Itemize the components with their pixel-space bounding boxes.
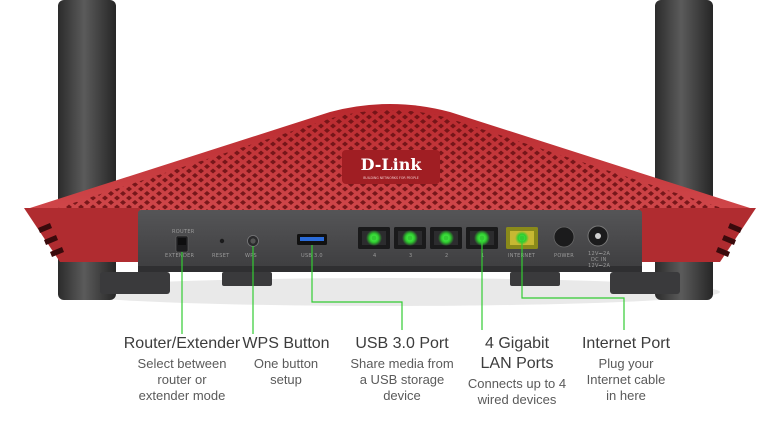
router-extender-title: Router/Extender [123, 335, 241, 352]
logo-badge [342, 150, 440, 184]
foot [100, 272, 170, 294]
wps-label: WPS [245, 253, 257, 259]
lan-port-2-label: 2 [445, 253, 448, 259]
right-wing [640, 208, 756, 262]
dc-label-line2: DC IN [591, 257, 607, 263]
router-extender-desc: Select between router or extender mode [137, 356, 227, 403]
router-extender-callout: Router/Extender Select between router or… [98, 334, 266, 404]
brand-tagline: BUILDING NETWORKS FOR PEOPLE [363, 176, 419, 180]
internet-desc: Plug your Internet cable in here [586, 356, 666, 403]
dc-jack-pin [595, 233, 601, 239]
callout-leader-lines [181, 238, 625, 334]
foot [510, 272, 560, 286]
usb-leader [311, 245, 403, 330]
dc-label-line3: 12V⎓2A [588, 263, 610, 269]
lan-desc: Connects up to 4 wired devices [467, 376, 567, 407]
usb-desc: Share media from a USB storage device [350, 356, 454, 403]
power-label: POWER [554, 253, 574, 259]
extender-mode-label: EXTENDER [165, 253, 195, 259]
wps-callout: WPS Button One button setup [234, 334, 338, 388]
internet-title: Internet Port [581, 335, 671, 352]
usb-callout: USB 3.0 Port Share media from a USB stor… [336, 334, 468, 404]
foot [222, 272, 272, 286]
internet-leader [521, 238, 625, 330]
foot [610, 272, 680, 294]
lan-port-3-label: 3 [409, 253, 412, 259]
right-wing-vents [716, 223, 742, 257]
switch-knob [178, 238, 186, 245]
dc-label-line1: 12V⎓2A [588, 251, 610, 257]
lan-port-4-label: 4 [373, 253, 376, 259]
usb-title: USB 3.0 Port [355, 335, 449, 352]
lan-title: 4 Gigabit LAN Ports [480, 335, 554, 372]
lan-callout: 4 Gigabit LAN Ports Connects up to 4 wir… [452, 334, 582, 408]
wps-button-center [250, 238, 256, 244]
wps-title: WPS Button [242, 335, 330, 352]
usb-port-tongue [300, 237, 324, 241]
left-wing [24, 208, 140, 262]
router-mode-label: ROUTER [172, 229, 195, 235]
left-wing-vents [38, 223, 64, 257]
panel-bottom-edge [138, 266, 642, 272]
reset-label: RESET [212, 253, 230, 259]
brand-logo: D-Link [361, 155, 423, 174]
leader-dots [371, 235, 525, 241]
internet-callout: Internet Port Plug your Internet cable i… [568, 334, 684, 404]
power-button[interactable] [553, 226, 575, 248]
wps-desc: One button setup [253, 356, 319, 387]
reset-pinhole[interactable] [219, 238, 225, 244]
